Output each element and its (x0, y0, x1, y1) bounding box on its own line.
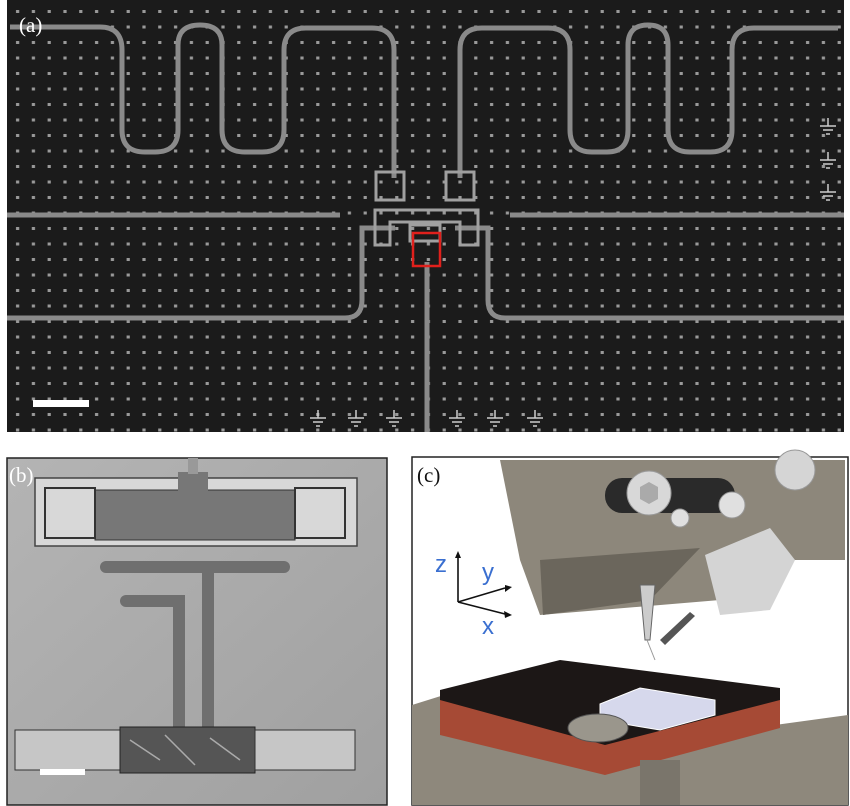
ground-icon (820, 152, 836, 169)
ground-icon (527, 410, 543, 427)
ground-icon (348, 410, 364, 427)
arrow-icon (504, 611, 512, 618)
arrow-icon (505, 585, 512, 592)
ground-icon (820, 184, 836, 201)
panel-b: (b) (6, 457, 388, 806)
scale-bar-b (40, 769, 85, 775)
panel-c-label: (c) (417, 463, 440, 487)
arrow-icon (455, 551, 461, 558)
sample-stage (412, 660, 848, 805)
qubit-pads (373, 170, 480, 247)
axis-label-z: z (435, 551, 447, 578)
panel-a-label: (a) (19, 13, 42, 37)
highlight-box (411, 231, 442, 268)
panel-c: z y x (c) (411, 449, 849, 806)
ground-icon (820, 118, 836, 135)
axis-label-y: y (482, 559, 494, 586)
panel-a: (a) (7, 0, 844, 432)
ground-icon (487, 410, 503, 427)
coordinate-axes: z y x (435, 551, 512, 640)
ground-icon (310, 410, 326, 427)
bottom-electrode (14, 726, 356, 774)
resonator-meanders (7, 22, 844, 432)
capacitor-pad (34, 458, 358, 547)
ground-icon (386, 410, 402, 427)
scale-bar-a (33, 400, 89, 407)
ground-symbols (310, 118, 836, 427)
panel-b-label: (b) (9, 463, 34, 487)
ground-icon (449, 410, 465, 427)
axis-label-x: x (482, 613, 494, 640)
probe-head (500, 449, 845, 661)
junction-leads (100, 561, 290, 741)
